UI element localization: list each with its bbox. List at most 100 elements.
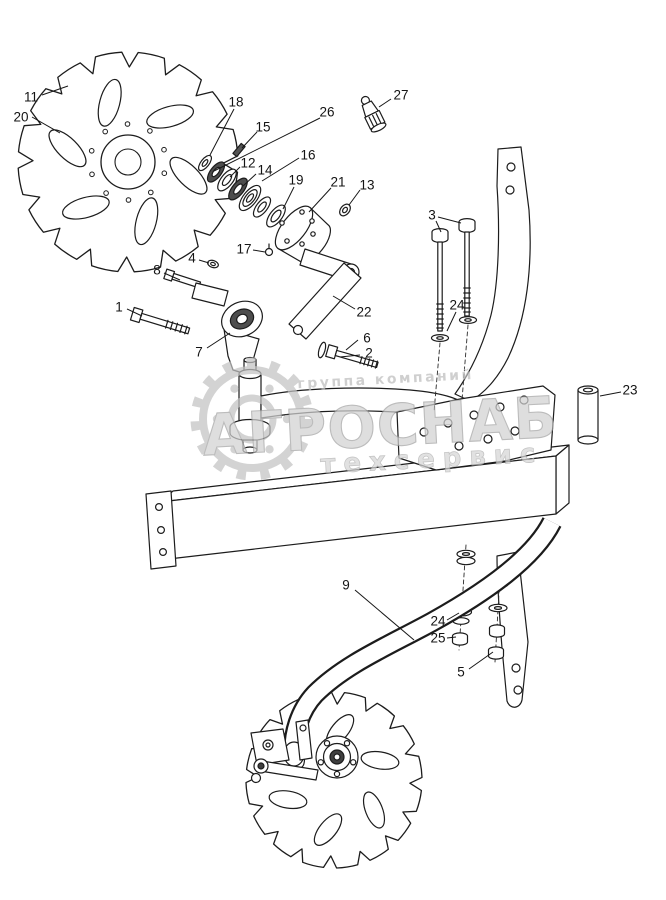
leader-line bbox=[332, 295, 356, 310]
part-number-11: 11 bbox=[24, 90, 38, 105]
disc-bolt-hole bbox=[88, 148, 95, 154]
disc-slot bbox=[48, 129, 87, 168]
disc-slot bbox=[61, 195, 110, 220]
part-number-22: 22 bbox=[356, 305, 371, 320]
leader-line bbox=[282, 186, 295, 210]
part-number-7: 7 bbox=[195, 345, 203, 360]
leader-line bbox=[437, 216, 462, 224]
coulter-disc-top bbox=[17, 51, 239, 273]
part-number-25: 25 bbox=[430, 631, 445, 646]
centerline bbox=[433, 342, 441, 413]
part-number-24: 24 bbox=[430, 614, 446, 629]
part-number-13: 13 bbox=[359, 178, 374, 193]
clevis-plate bbox=[191, 282, 229, 307]
watermark: группа компаний АГРОСНАБ техсервис bbox=[190, 357, 560, 481]
scraper-assembly bbox=[250, 719, 319, 784]
part-number-15: 15 bbox=[255, 120, 270, 135]
leader-line bbox=[163, 272, 181, 281]
leader-line bbox=[468, 651, 494, 670]
disc-slot bbox=[97, 78, 122, 127]
watermark-gear-icon bbox=[190, 357, 314, 481]
washer-2 bbox=[317, 341, 327, 359]
disc-slot bbox=[313, 813, 343, 846]
part-number-9: 9 bbox=[342, 578, 350, 593]
part-number-20: 20 bbox=[13, 110, 28, 125]
leader-line bbox=[209, 108, 235, 156]
leader-line bbox=[241, 131, 258, 149]
disc-slot bbox=[362, 791, 386, 829]
coulter-disc-bottom bbox=[245, 691, 423, 869]
bearing-stack bbox=[197, 154, 272, 218]
part-number-5: 5 bbox=[457, 665, 465, 680]
nut-13 bbox=[339, 203, 351, 217]
bolt-3a bbox=[431, 227, 449, 332]
disc-slot bbox=[268, 790, 308, 810]
leader-line bbox=[446, 311, 457, 332]
leader-line bbox=[41, 85, 69, 96]
leader-line bbox=[126, 308, 143, 317]
part-number-23: 23 bbox=[622, 383, 637, 398]
disc-bolt-hole bbox=[125, 197, 132, 203]
leader-line bbox=[198, 259, 210, 264]
disc-bolt-hole bbox=[124, 121, 131, 127]
part-number-18: 18 bbox=[228, 95, 243, 110]
leader-line bbox=[446, 636, 457, 639]
bolt-6 bbox=[325, 344, 379, 369]
part-number-16: 16 bbox=[300, 148, 315, 163]
part-number-6: 6 bbox=[363, 331, 371, 346]
disc-bolt-hole bbox=[161, 146, 167, 153]
leader-line bbox=[339, 354, 361, 358]
leader-line bbox=[206, 332, 231, 349]
link-arm-22 bbox=[288, 248, 362, 340]
part-number-21: 21 bbox=[330, 175, 345, 190]
leader-line bbox=[242, 173, 257, 187]
leader-line bbox=[213, 117, 321, 172]
part-number-1: 1 bbox=[115, 300, 123, 315]
leader-line bbox=[345, 339, 359, 351]
leader-line bbox=[446, 612, 460, 621]
disc-bolt-hole bbox=[89, 171, 95, 178]
part-number-12: 12 bbox=[240, 156, 255, 171]
leader-line bbox=[348, 189, 361, 206]
leader-line bbox=[354, 589, 415, 641]
part-number-19: 19 bbox=[288, 173, 303, 188]
disc-bolt-hole bbox=[147, 128, 153, 134]
centerline bbox=[461, 324, 469, 401]
part-number-3: 3 bbox=[428, 208, 436, 223]
part-number-2: 2 bbox=[365, 346, 373, 361]
disc-bolt-hole bbox=[148, 189, 154, 196]
bolt-1 bbox=[129, 306, 191, 335]
bracket-7 bbox=[221, 300, 263, 375]
leader-line bbox=[229, 166, 241, 178]
disc-blade bbox=[245, 691, 423, 869]
leader-line bbox=[261, 157, 300, 182]
part-number-26: 26 bbox=[319, 105, 334, 120]
disc-slot bbox=[360, 750, 400, 770]
leader-line bbox=[599, 391, 622, 397]
part-number-14: 14 bbox=[257, 163, 273, 178]
disc-bolt-hole bbox=[103, 190, 109, 196]
roller-23 bbox=[577, 385, 599, 445]
disc-arm-9 bbox=[283, 516, 562, 758]
part-number-8: 8 bbox=[153, 263, 161, 278]
leader-line bbox=[308, 187, 332, 213]
disc-slot bbox=[169, 156, 208, 195]
leader-line bbox=[378, 98, 392, 108]
disc-slot bbox=[146, 104, 195, 129]
leader-line bbox=[31, 116, 61, 134]
part-number-4: 4 bbox=[188, 251, 196, 266]
grease-fitting-icon bbox=[360, 95, 387, 133]
hub-assembly bbox=[264, 204, 331, 263]
beam-end-plate bbox=[145, 490, 177, 570]
mount-plate bbox=[396, 385, 556, 471]
washer-24-upper bbox=[430, 316, 478, 343]
disc-hub-inner bbox=[114, 148, 142, 176]
pin bbox=[232, 142, 246, 158]
part-number-17: 17 bbox=[236, 242, 251, 257]
disc-bolt-hole bbox=[161, 170, 168, 176]
part-number-27: 27 bbox=[393, 88, 408, 103]
nut-4 bbox=[207, 259, 219, 269]
